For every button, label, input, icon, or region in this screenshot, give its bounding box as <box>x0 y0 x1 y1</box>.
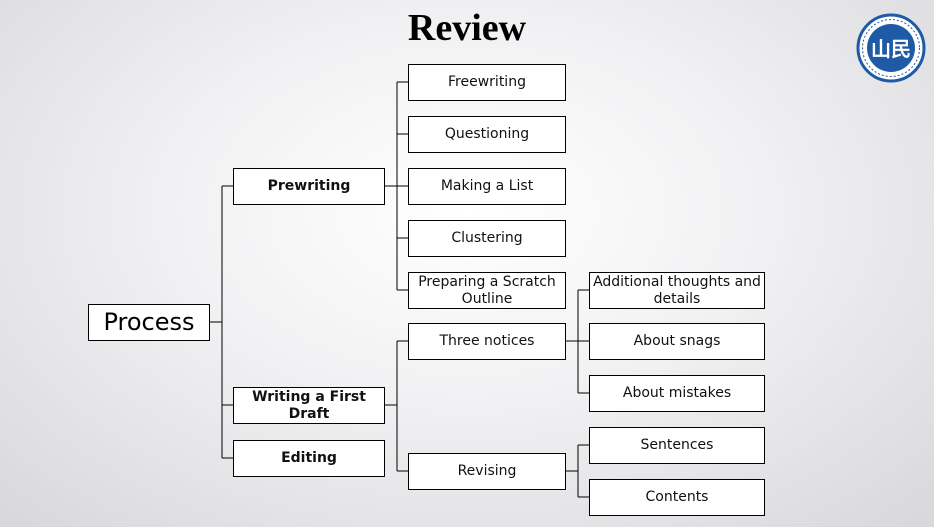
node-sentences: Sentences <box>589 427 765 464</box>
university-seal-logo: 山民 <box>856 13 926 83</box>
node-three-notices: Three notices <box>408 323 566 360</box>
seal-text: 山民 <box>871 37 911 61</box>
node-about-snags: About snags <box>589 323 765 360</box>
node-contents: Contents <box>589 479 765 516</box>
node-editing: Editing <box>233 440 385 477</box>
page-title: Review <box>407 7 527 49</box>
node-writing-first-draft: Writing a First Draft <box>233 387 385 424</box>
node-process: Process <box>88 304 210 341</box>
node-questioning: Questioning <box>408 116 566 153</box>
node-revising: Revising <box>408 453 566 490</box>
node-making-a-list: Making a List <box>408 168 566 205</box>
node-clustering: Clustering <box>408 220 566 257</box>
node-preparing-scratch-outline: Preparing a Scratch Outline <box>408 272 566 309</box>
seal-icon: 山民 <box>856 13 926 83</box>
node-prewriting: Prewriting <box>233 168 385 205</box>
node-about-mistakes: About mistakes <box>589 375 765 412</box>
node-freewriting: Freewriting <box>408 64 566 101</box>
node-additional-thoughts: Additional thoughts and details <box>589 272 765 309</box>
